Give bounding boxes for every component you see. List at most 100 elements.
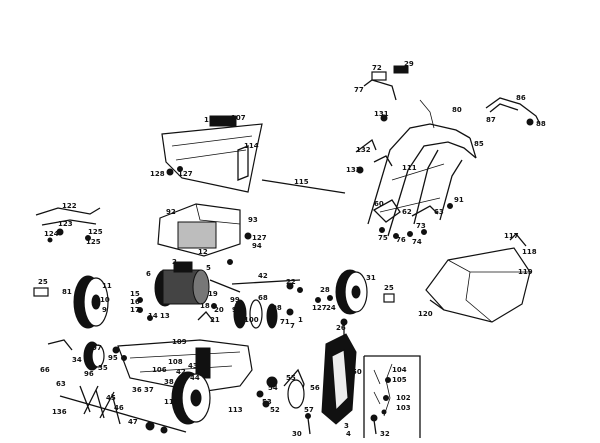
cover-window xyxy=(177,221,217,249)
callout-38: 38 xyxy=(164,378,174,386)
callout-100: 100 xyxy=(244,316,259,324)
callout-57: 57 xyxy=(304,406,314,414)
rear-cover-screws xyxy=(166,166,183,176)
callout-16: 16 xyxy=(130,298,140,306)
callout-56: 56 xyxy=(310,384,320,392)
callout-14: 14 xyxy=(148,312,158,320)
callout-3: 3 xyxy=(344,422,349,430)
callout-25: 25 xyxy=(38,278,48,286)
callout-74: 74 xyxy=(412,238,422,246)
callout-42: 42 xyxy=(176,368,186,376)
long-rod xyxy=(261,179,346,194)
bottom-screws xyxy=(305,413,378,435)
callout-42: 42 xyxy=(258,272,268,280)
callout-52: 52 xyxy=(270,406,280,414)
handle-clamp xyxy=(355,138,393,174)
callout-77: 77 xyxy=(354,86,364,94)
misc-fasteners xyxy=(137,259,333,321)
callout-98: 98 xyxy=(272,304,282,312)
label-plate xyxy=(209,115,237,127)
callout-76: 76 xyxy=(396,236,406,244)
motor xyxy=(154,261,210,307)
callout-63: 63 xyxy=(56,380,66,388)
grass-bag xyxy=(425,233,531,323)
callout-114: 114 xyxy=(244,142,259,150)
callout-46: 46 xyxy=(114,404,124,412)
callout-44: 44 xyxy=(190,374,200,382)
callout-12: 12 xyxy=(198,248,208,256)
callout-122: 122 xyxy=(62,202,77,210)
left-wheel-cap xyxy=(33,287,49,297)
deck-frame xyxy=(117,311,253,393)
callout-107: 107 xyxy=(231,114,246,122)
callout-20: 20 xyxy=(214,306,224,314)
callout-120: 120 xyxy=(418,310,433,318)
callout-72: 72 xyxy=(372,64,382,72)
callout-15: 15 xyxy=(130,290,140,298)
callout-47: 47 xyxy=(128,418,138,426)
callout-34: 34 xyxy=(72,356,82,364)
callout-113: 113 xyxy=(228,406,243,414)
callout-118: 118 xyxy=(522,248,537,256)
callout-24: 24 xyxy=(326,304,336,312)
callout-102: 102 xyxy=(396,394,411,402)
height-adjuster-left xyxy=(47,339,127,371)
callout-62: 62 xyxy=(402,208,412,216)
callout-32: 32 xyxy=(380,430,390,438)
callout-45: 45 xyxy=(106,394,116,402)
callout-119: 119 xyxy=(518,268,533,276)
callout-66: 66 xyxy=(40,366,50,374)
callout-25: 25 xyxy=(384,284,394,292)
callout-117: 117 xyxy=(504,232,519,240)
callout-26: 26 xyxy=(336,324,346,332)
callout-6: 6 xyxy=(146,270,151,278)
callout-127: 127 xyxy=(178,170,193,178)
callout-19: 19 xyxy=(208,290,218,298)
callout-110: 110 xyxy=(164,398,179,406)
callout-86: 86 xyxy=(516,94,526,102)
left-bracket xyxy=(35,207,101,243)
callout-92: 92 xyxy=(166,208,176,216)
callout-5: 5 xyxy=(206,264,211,272)
callout-131: 131 xyxy=(374,110,389,118)
callout-35: 35 xyxy=(98,364,108,372)
callout-37: 37 xyxy=(144,386,154,394)
callout-21: 21 xyxy=(210,316,220,324)
callout-126: 126 xyxy=(204,116,219,124)
handle-mount xyxy=(372,199,453,239)
callout-123: 123 xyxy=(58,220,73,228)
callout-2: 2 xyxy=(172,258,177,266)
callout-31: 31 xyxy=(366,274,376,282)
callout-60: 60 xyxy=(374,200,384,208)
callout-55: 55 xyxy=(286,374,296,382)
callout-132: 132 xyxy=(356,146,371,154)
adjust-lever xyxy=(256,368,305,409)
callout-17: 17 xyxy=(130,306,140,314)
callout-7: 7 xyxy=(290,322,295,330)
callout-87: 87 xyxy=(486,116,496,124)
callout-80: 80 xyxy=(452,106,462,114)
callout-10: 10 xyxy=(100,296,110,304)
callout-96: 96 xyxy=(84,370,94,378)
callout-97: 97 xyxy=(92,344,102,352)
callout-91: 91 xyxy=(454,196,464,204)
rear-wheel xyxy=(335,269,368,315)
callout-73: 73 xyxy=(416,222,426,230)
callout-50: 50 xyxy=(352,368,362,376)
callout-104: 104 xyxy=(392,366,407,374)
callout-94: 94 xyxy=(252,242,262,250)
callout-68: 68 xyxy=(258,294,268,302)
handle-assembly xyxy=(367,99,477,237)
callout-99: 99 xyxy=(230,296,240,304)
rotor-shaft xyxy=(59,385,187,434)
callout-125: 125 xyxy=(88,228,103,236)
handle-bar xyxy=(485,97,541,126)
callout-28: 28 xyxy=(320,286,330,294)
cover-screw xyxy=(244,232,252,240)
left-wheel xyxy=(73,275,109,329)
callout-18: 18 xyxy=(200,302,210,310)
cutter-discs xyxy=(233,299,294,329)
callout-88: 88 xyxy=(536,120,546,128)
callout-4: 4 xyxy=(346,430,351,438)
